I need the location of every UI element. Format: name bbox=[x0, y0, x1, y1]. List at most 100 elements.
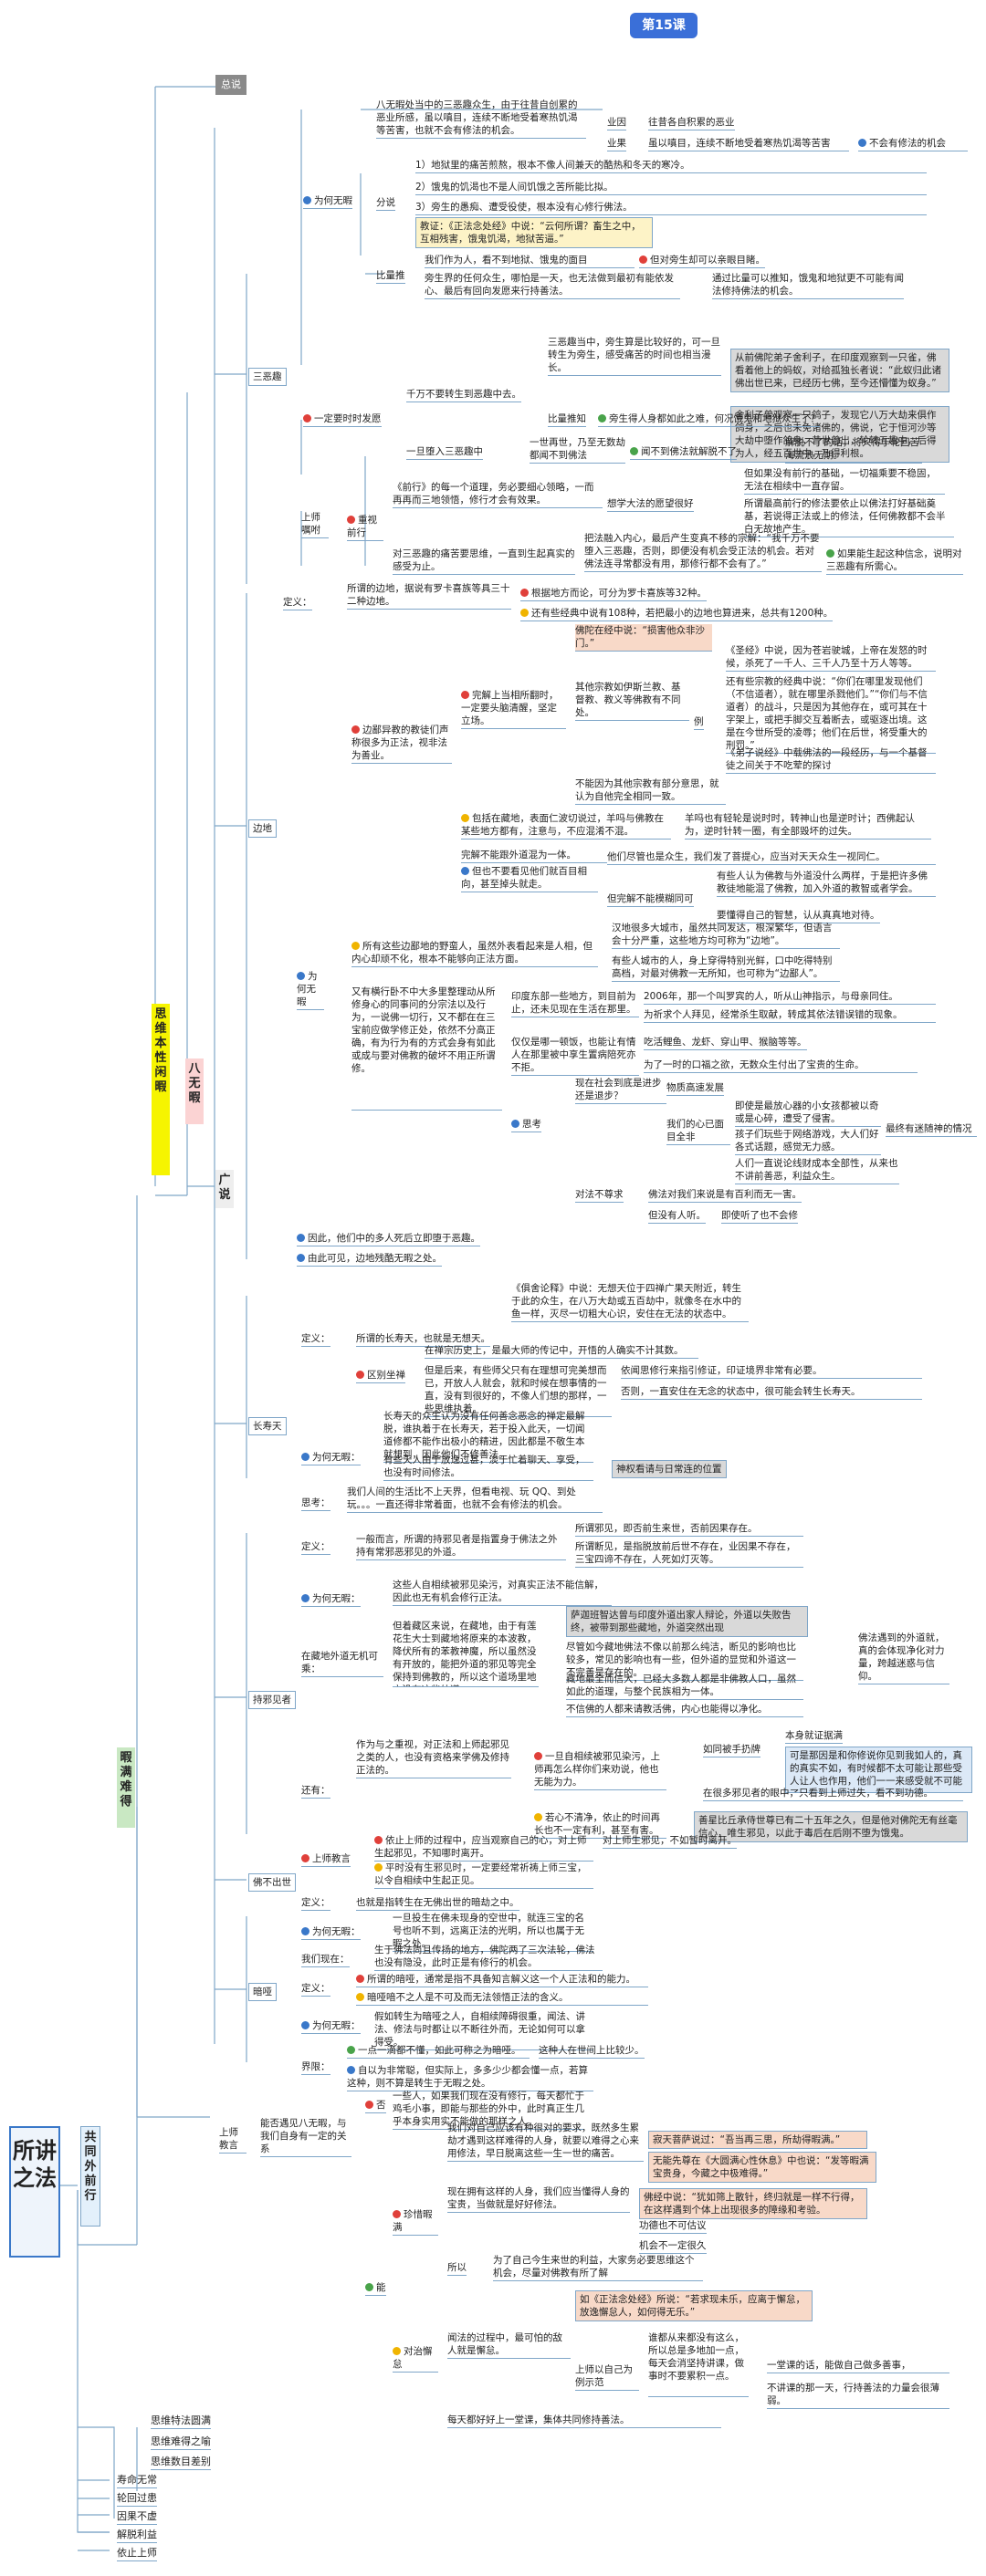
sec7-title: 上师教言 bbox=[219, 2126, 246, 2154]
info-icon bbox=[347, 2066, 355, 2074]
sec7-shi: 能 bbox=[365, 2281, 386, 2296]
alert-icon bbox=[356, 1371, 364, 1379]
sec5-now: 我们现在： bbox=[301, 1953, 350, 1967]
sec2-tz2b: 但没有人听。 bbox=[648, 1209, 706, 1224]
sec1-g1b: 所谓最高前行的修法要依止以佛法打好基础奠基，若说得正法或上的修法，任何佛教都不会… bbox=[744, 497, 954, 537]
sec2-tz1e: 最终有迷随神的情况 bbox=[886, 1122, 977, 1137]
number-2-icon bbox=[461, 814, 469, 822]
sec3-qf4: 否则，一直安住在无念的状态中，很可能会转生长寿天。 bbox=[621, 1385, 922, 1400]
check-icon bbox=[347, 2046, 355, 2054]
info-icon bbox=[301, 2021, 309, 2029]
sec1-must: 一定要时时发愿 bbox=[303, 412, 382, 427]
sec6-why: 为何无暇： bbox=[301, 2019, 361, 2034]
sec7-dz2: 闻法的过程中，最可怕的敌人就是懈怠。 bbox=[447, 2331, 571, 2359]
sec7-dz3b: 一堂课的话，能做自己做多善事， bbox=[767, 2359, 949, 2373]
sec2-think: 思考 bbox=[511, 1118, 541, 1132]
sec3-qf2: 但是后来，有些师父只有在理想可完美想而已，开放人人就会，就和时候在想事情的一直，… bbox=[425, 1364, 612, 1417]
tag-eight-unfree: 八无暇 bbox=[185, 1059, 204, 1124]
sec2-w3c: 有些人认为佛教与外道没什么两样，于是把许多佛教徒地能混了佛教，加入外道的教智或者… bbox=[717, 870, 936, 897]
sec6-jx1a: 这种人在世间上比较少。 bbox=[539, 2044, 645, 2059]
sec6-def1: 所谓的暗哑，通常是指不具备知言解义这一个人正法和的能力。 bbox=[356, 1973, 648, 1987]
root-branch-1: 寿命无常 bbox=[117, 2473, 157, 2488]
sec1-g2b: 如果能生起这种信念，说明对三恶趣有所需心。 bbox=[826, 548, 963, 575]
bottom-item-3: 思维数目差别 bbox=[151, 2455, 211, 2470]
sec1-once3: 解脱不了的话，将只得于轮回苦海流浪无期。 bbox=[785, 436, 922, 464]
alert-icon bbox=[461, 691, 469, 699]
arrow-icon bbox=[598, 414, 606, 422]
sec1-title: 三恶趣 bbox=[248, 368, 287, 386]
cross-icon bbox=[365, 2101, 373, 2109]
sec6-jx2: 自以为非常聪，但实际上，多多少少都会懂一点，若算这种，则不算是转生于无暇之处。 bbox=[347, 2064, 593, 2091]
sec7-fou: 否 bbox=[365, 2099, 386, 2113]
alert-icon bbox=[639, 256, 647, 264]
sec1-once2: 闻不到佛法就解脱不了 bbox=[630, 445, 737, 460]
sec1-compare: 比量推 bbox=[376, 269, 405, 284]
sec1-f3: 3）旁生的愚痴、遭受役使，根本没有心修行佛法。 bbox=[415, 201, 927, 215]
sec2-why: 为何无暇 bbox=[297, 970, 324, 1010]
alert-icon bbox=[393, 2347, 401, 2355]
sec1-yeguo-v: 虽以嗔目，连续不断地受着寒热饥渴等苦害 bbox=[648, 137, 849, 151]
sec4-hs: 还有： bbox=[301, 1784, 330, 1799]
root-node: 所讲之法 bbox=[9, 2126, 60, 2258]
sec2-tz1c: 即使是最放心器的小女孩都被以奇或是心碎，遭受了侵害。 bbox=[735, 1100, 881, 1127]
arrow-icon bbox=[630, 447, 638, 455]
sec4-zd: 在藏地外道无机可乘： bbox=[301, 1650, 383, 1677]
sec4-def1: 所谓邪见，即否前生来世，否前因果存在。 bbox=[575, 1522, 803, 1537]
sec2-w1b: 佛陀在经中说：“损害他众非沙门。” bbox=[575, 624, 712, 652]
sec2-w1c: 其他宗教如伊斯兰教、基督教、教义等佛教有不同处。 bbox=[575, 681, 689, 721]
sec7-s1q2: 无能先尊在《大圆满心性休息》中也说：“发等暇满宝贵身，今藏之中极难得。” bbox=[648, 2152, 876, 2183]
sec4-hs2a: 如同被手扔牌 bbox=[703, 1743, 760, 1757]
sec2-w1e: 《圣经》中说，因为苍岩驶城，上帝在发怒的时候，杀死了一千人、三千人乃至十万人等等… bbox=[726, 644, 936, 672]
sec5-def-label: 定义： bbox=[301, 1896, 330, 1911]
sec4-hs3: 若心不清净，依止的时间再长也不一定有利，甚至有害。 bbox=[534, 1811, 666, 1839]
root-branch-4: 解脱利益 bbox=[117, 2528, 157, 2543]
sec4-title: 持邪见者 bbox=[248, 1691, 296, 1709]
sec4-ss1a: 对上师生邪见，不如暂时离开。 bbox=[603, 1834, 737, 1849]
sec4-zd5: 不信佛的人都来请教活佛，内心也能得以净化。 bbox=[566, 1703, 803, 1717]
alert-icon bbox=[393, 2210, 401, 2218]
sec7-zhenxi: 珍惜暇满 bbox=[393, 2208, 438, 2236]
check-icon bbox=[365, 2283, 373, 2291]
sec1-m1q: 从前佛陀弟子舍利子，在印度观察到一只雀，佛看着他上的蚂蚁，对给孤独长者说：“此蚁… bbox=[730, 349, 949, 392]
sec4-hs2: 一旦自相续被邪见染污，上师再怎么样你们来劝说，他也无能为力。 bbox=[534, 1750, 666, 1790]
sec7-intro: 能否遇见八无暇，与我们自身有一定的关系 bbox=[260, 2117, 351, 2157]
tag-leisure-nature: 思维本性闲暇 bbox=[152, 1004, 170, 1175]
sec3-def-q: 《俱舍论释》中说：无想天位于四禅广果天附近，转生于此的众生，在八万大劫或五百劫中… bbox=[511, 1282, 749, 1322]
sec2-w5c: 为祈求个人拜见，经常杀生取献，转成其依法错误错的现象。 bbox=[644, 1008, 936, 1023]
sec3-why: 为何无暇： bbox=[301, 1451, 361, 1465]
sec2-c2: 由此可见，边地残酷无暇之处。 bbox=[297, 1252, 442, 1267]
sec2-w5d: 仅仅是哪一顿饭，也能让有情人在那里被中享生置病陪死亦不拒。 bbox=[511, 1036, 639, 1076]
sec2-def-label: 定义： bbox=[283, 596, 312, 610]
sec7-dz4: 每天都好好上一堂课，集体共同修持善法。 bbox=[447, 2414, 721, 2428]
number-1-icon bbox=[534, 1752, 542, 1760]
sec1-g2: 对三恶趣的痛苦要思维，一直到生起真实的感受为止。 bbox=[393, 548, 575, 575]
sec4-hs1: 作为与之重视，对正法和上师起邪见之类的人，也没有资格来学佛及修持正法的。 bbox=[356, 1738, 511, 1778]
sec4-why: 为何无暇： bbox=[301, 1592, 361, 1607]
sec1-f1: 1）地狱里的痛苦煎熬，根本不像人间兼天的酷热和冬天的寒冷。 bbox=[415, 159, 927, 173]
sec3-qf: 区别坐禅 bbox=[356, 1369, 405, 1383]
sec6-jx1: 一点一滴都不懂，如此可称之为暗哑。 bbox=[347, 2044, 530, 2059]
number-1-icon bbox=[374, 1836, 383, 1844]
sec5-now-v: 生于佛法尚且传扬的地方，佛陀两了三次法轮，佛法也没有隐没，此时正是有修行的机会。 bbox=[374, 1944, 603, 1971]
sec6-why-v: 假如转生为暗哑之人，自相续障碍很重，闻法、讲法、修法与时都让以不断往外而，无论如… bbox=[374, 2010, 593, 2050]
sec5-why-v: 一旦投生在佛未现身的空世中，就连三宝的名号也听不到，远离正法的光明，所以也属于无… bbox=[393, 1912, 593, 1952]
number-1-icon bbox=[356, 1975, 364, 1983]
sec7-s1q: 寂天菩萨说过：“吾当再三思，所劫得暇满。” bbox=[648, 2131, 867, 2149]
sec3-qf3: 依闻思修行来指引修证，印证境界非常有必要。 bbox=[621, 1364, 922, 1379]
sec4-hs2c: 可是那因是和你修说你见到我如人的，真的真实不如，有时候都不太可能让那些受人让人也… bbox=[785, 1747, 972, 1793]
sec2-w1d: 例 bbox=[694, 715, 704, 730]
sec1-c3: 通过比量可以推知，饿鬼和地狱更不可能有闻法修持佛法的机会。 bbox=[712, 272, 904, 299]
sec1-yeyin: 业因 bbox=[607, 116, 626, 130]
sec7-zx1: 现在拥有这样的人身，我们应当懂得人身的宝贵，当做就是好好修法。 bbox=[447, 2185, 630, 2213]
sec3-def: 所谓的长寿天，也就是无想天。 bbox=[356, 1332, 490, 1347]
sec2-tz1: 现在社会到底是进步还是退步？ bbox=[575, 1077, 666, 1104]
info-icon bbox=[301, 1927, 309, 1935]
sec2-w3: 完解不能跟外道混为一体。 bbox=[461, 849, 607, 863]
sec1-m2q: 舍利子曾观察一只鸽子，发现它八万大劫来俱作鸽身，之后也未免诸佛的，佛说，它于恒河… bbox=[730, 406, 949, 463]
lesson-title: 第15课 bbox=[630, 13, 698, 38]
sec2-d2: 还有些经典中说有108种，若把最小的边地也算进来，总共有1200种。 bbox=[520, 607, 834, 621]
sec7-dz1: 如《正法念处经》所说：“若求现未乐，应离于懈怠，放逸懈怠人，如何得无乐。” bbox=[575, 2290, 813, 2321]
sec2-w4: 所有这些边鄙地的野蛮人，虽然外表看起来是人相，但内心却顽不化，根本不能够向正法方… bbox=[351, 940, 598, 967]
sec1-c1b: 但对旁生却可以亲眼目睹。 bbox=[639, 254, 765, 268]
